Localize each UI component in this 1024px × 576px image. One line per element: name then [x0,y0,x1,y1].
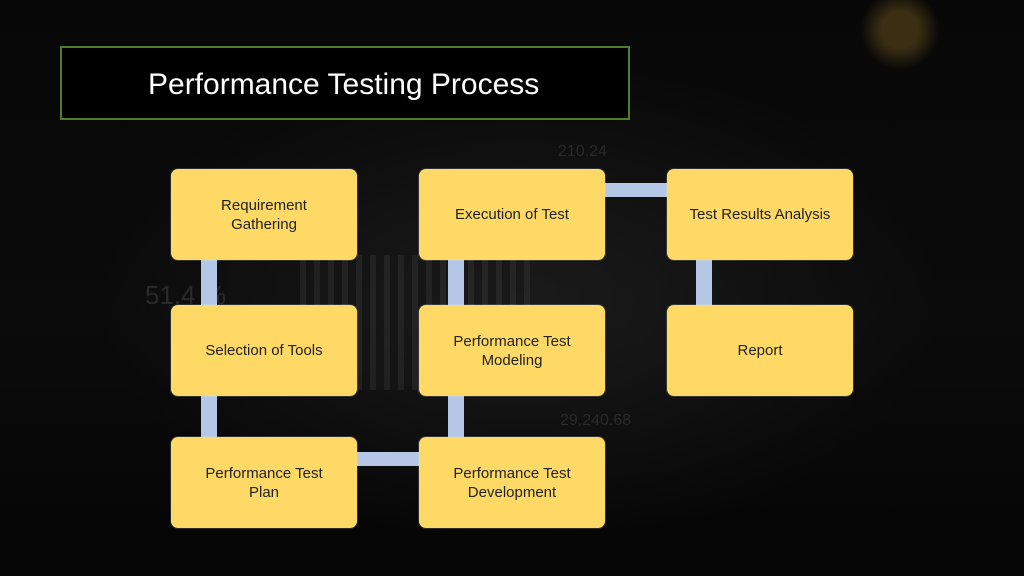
background-number: 210.24 [558,143,607,160]
node-performance-test-development: Performance Test Development [419,437,605,528]
node-label: Requirement Gathering [221,196,307,233]
node-report: Report [667,305,853,396]
node-label: Test Results Analysis [689,206,831,223]
node-label: Selection of Tools [205,342,323,359]
node-performance-test-plan: Performance Test Plan [171,437,357,528]
node-label: Performance Test Development [453,464,571,501]
node-label: Report [737,342,783,359]
node-execution-of-test: Execution of Test [419,169,605,260]
node-performance-test-modeling: Performance Test Modeling [419,305,605,396]
title-box: Performance Testing Process [60,46,630,120]
node-selection-of-tools: Selection of Tools [171,305,357,396]
node-label: Performance Test Plan [205,464,323,501]
background-number: 29,240.68 [560,412,632,429]
node-test-results-analysis: Test Results Analysis [667,169,853,260]
node-label: Execution of Test [455,206,569,223]
node-requirement-gathering: Requirement Gathering [171,169,357,260]
slide-title: Performance Testing Process [148,68,540,101]
node-label: Performance Test Modeling [453,332,571,369]
